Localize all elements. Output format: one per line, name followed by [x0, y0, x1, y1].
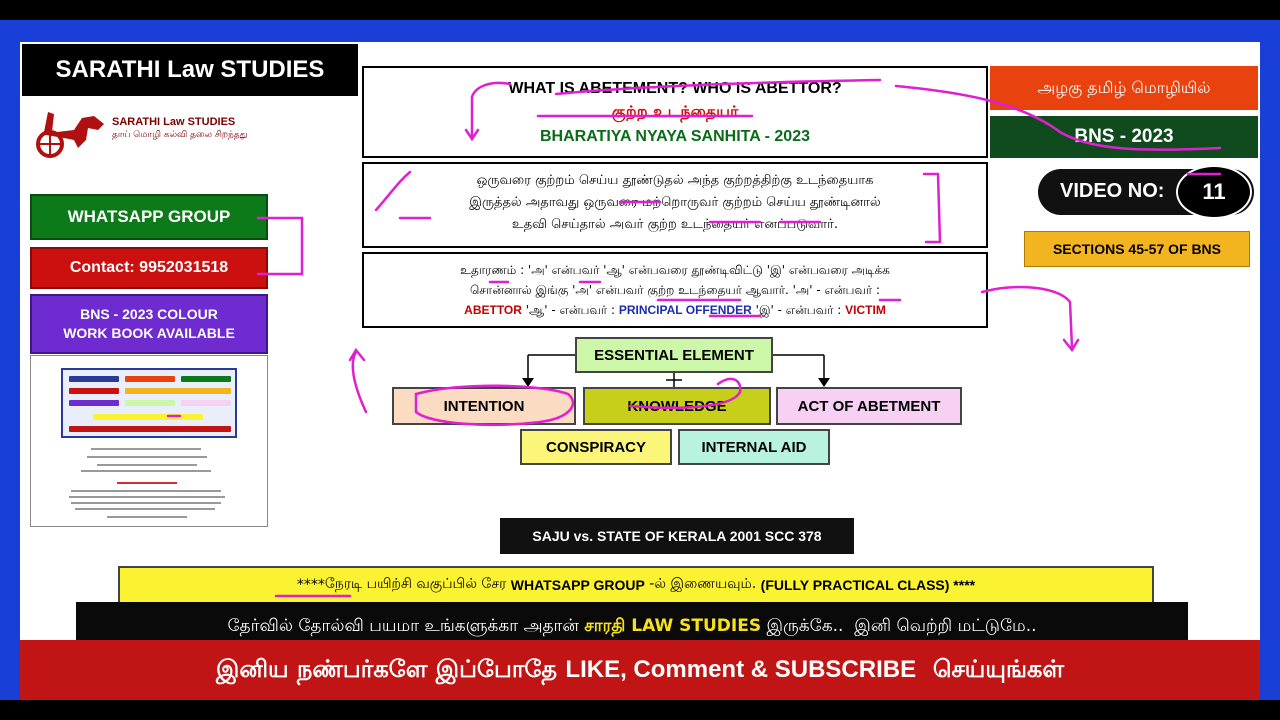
motivation-text: தேர்வில் தோல்வி பயமா உங்களுக்கா அதான்: [227, 616, 585, 636]
tamil-title: குற்ற உடந்தையர்: [611, 102, 739, 121]
workbook-line1: BNS - 2023 COLOUR: [80, 306, 218, 322]
principal-offender-label: PRINCIPAL OFFENDER: [618, 303, 752, 317]
internal-aid-node: INTERNAL AID: [678, 429, 830, 465]
chariot-icon: [36, 112, 104, 158]
subscribe-text: செய்யுங்கள்: [916, 654, 1064, 683]
brand-logo: SARATHI Law STUDIES தாய் மொழி கல்வி தலை …: [34, 104, 264, 164]
workbook-badge: BNS - 2023 COLOUR WORK BOOK AVAILABLE: [30, 294, 268, 354]
subscribe-cta: LIKE, Comment & SUBSCRIBE: [565, 656, 917, 683]
banner-practical-text: (FULLY PRACTICAL CLASS) ****: [760, 577, 976, 593]
practical-class-banner: **** நேரடி பயிற்சி வகுப்பில் சேர WHATSAP…: [118, 566, 1154, 604]
banner-stars: ****: [296, 577, 325, 593]
blue-frame: SARATHI Law STUDIES SARATHI Law STUDIES …: [0, 20, 1280, 700]
banner-text: -ல் இணையவும்.: [644, 576, 761, 592]
question-heading: WHAT IS ABETEMENT? WHO IS ABETTOR?: [508, 80, 842, 97]
video-label: VIDEO NO:: [1060, 180, 1165, 202]
workbook-line2: WORK BOOK AVAILABLE: [63, 325, 235, 341]
video-number-pill: VIDEO NO: 11: [1038, 165, 1254, 219]
definition-line: இருத்தல் அதாவது ஒருவரை மற்றொருவர் குற்றம…: [469, 195, 881, 210]
example-box: உதாரணம் : 'அ' என்பவர் 'ஆ' என்பவரை தூண்டி…: [362, 252, 988, 328]
logo-tagline: தாய் மொழி கல்வி தலை சிறந்தது: [112, 130, 248, 140]
banner-text: நேரடி பயிற்சி வகுப்பில் சேர: [324, 576, 511, 592]
example-line: உதாரணம் : 'அ' என்பவர் 'ஆ' என்பவரை தூண்டி…: [460, 263, 890, 277]
video-number: 11: [1176, 165, 1252, 219]
sections-badge: SECTIONS 45-57 OF BNS: [1024, 231, 1250, 267]
act-name: BHARATIYA NYAYA SANHITA - 2023: [539, 128, 810, 145]
brand-title: SARATHI Law STUDIES: [22, 44, 358, 96]
act-of-abetment-node: ACT OF ABETMENT: [776, 387, 962, 425]
subscribe-text: இனிய நண்பர்களே இப்போதே: [216, 654, 566, 683]
workbook-image: [30, 355, 268, 527]
banner-whatsapp-text: WHATSAPP GROUP: [510, 577, 645, 593]
slide: SARATHI Law STUDIES SARATHI Law STUDIES …: [20, 42, 1260, 700]
example-line: சொன்னால் இங்கு 'அ' என்பவர் குற்ற உடந்தைய…: [469, 283, 881, 297]
motivation-text: இருக்கே.. இனி வெற்றி மட்டுமே..: [761, 616, 1037, 636]
intention-node: INTENTION: [392, 387, 576, 425]
definition-line: ஒருவரை குற்றம் செய்ய தூண்டுதல் அந்த குற்…: [476, 173, 874, 188]
example-roles-line: ABETTOR 'ஆ' - என்பவர் : PRINCIPAL OFFEND…: [364, 300, 986, 320]
motivation-highlight: சாரதி LAW STUDIES: [584, 616, 762, 636]
whatsapp-group-button[interactable]: WHATSAPP GROUP: [30, 194, 268, 240]
example-connector: 'இ' - என்பவர் :: [751, 303, 846, 317]
example-connector: 'ஆ' - என்பவர் :: [521, 303, 619, 317]
definition-line: உதவி செய்தால் அவர் குற்ற உடந்தையர் எனப்ப…: [511, 217, 839, 232]
definition-box: ஒருவரை குற்றம் செய்ய தூண்டுதல் அந்த குற்…: [362, 162, 988, 248]
workbook-thumbnail: [61, 368, 237, 438]
subscribe-banner: இனிய நண்பர்களே இப்போதே LIKE, Comment & S…: [20, 640, 1260, 700]
contact-button[interactable]: Contact: 9952031518: [30, 247, 268, 289]
knowledge-node: KNOWLEDGE: [583, 387, 771, 425]
logo-name: SARATHI Law STUDIES: [112, 116, 236, 128]
abettor-label: ABETTOR: [464, 303, 522, 317]
conspiracy-node: CONSPIRACY: [520, 429, 672, 465]
language-badge: அழகு தமிழ் மொழியில்: [990, 66, 1258, 110]
essential-element-node: ESSENTIAL ELEMENT: [575, 337, 773, 373]
case-citation: SAJU vs. STATE OF KERALA 2001 SCC 378: [500, 518, 854, 554]
bns-badge: BNS - 2023: [990, 116, 1258, 158]
title-box: WHAT IS ABETEMENT? WHO IS ABETTOR? குற்ற…: [362, 66, 988, 158]
victim-label: VICTIM: [845, 303, 886, 317]
